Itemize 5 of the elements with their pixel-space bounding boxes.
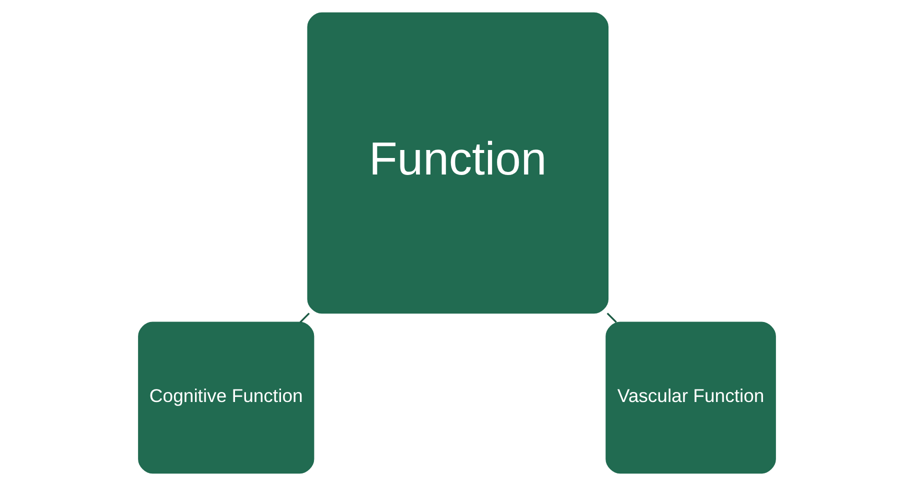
connector	[299, 312, 310, 323]
node-box: Vascular Function	[605, 322, 776, 474]
node-box: Cognitive Function	[138, 322, 314, 474]
node-box: Function	[306, 12, 608, 314]
connector	[606, 312, 616, 323]
